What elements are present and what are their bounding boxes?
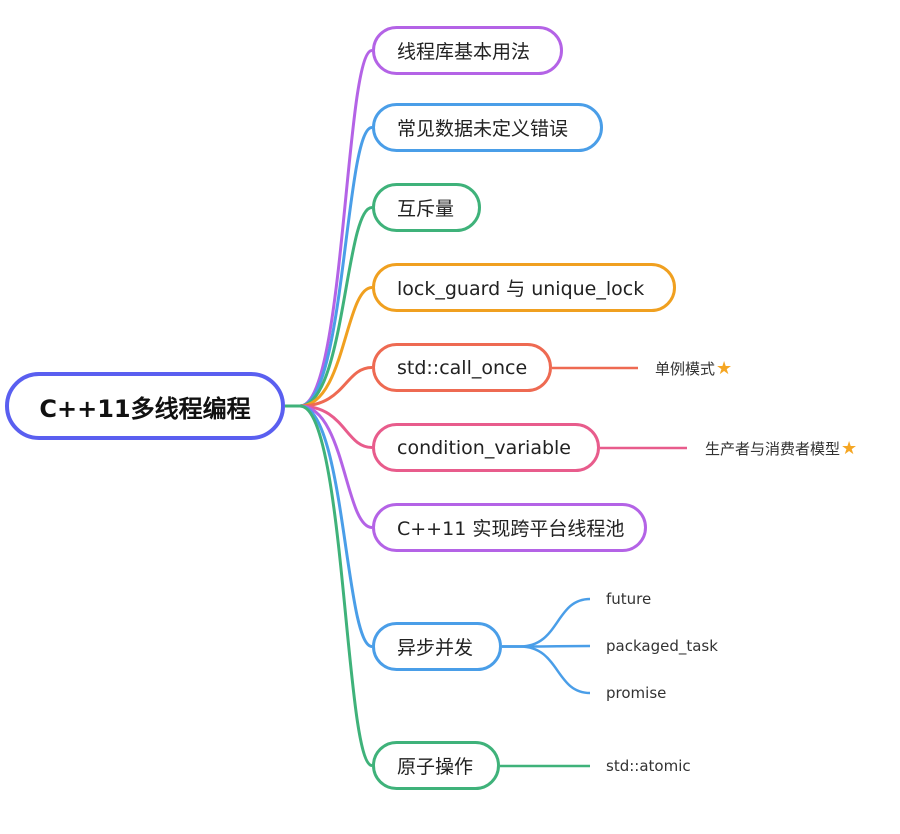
branch-node[interactable]: 互斥量 bbox=[372, 183, 481, 232]
leaf-label: 单例模式 bbox=[655, 359, 716, 378]
branch-node[interactable]: C++11 实现跨平台线程池 bbox=[372, 503, 647, 552]
branch-connector bbox=[285, 206, 373, 408]
star-icon: ★ bbox=[841, 437, 858, 459]
leaf-label: promise bbox=[606, 684, 667, 702]
leaf-node[interactable]: promise bbox=[606, 682, 666, 704]
leaf-node[interactable]: std::atomic bbox=[606, 755, 691, 777]
leaf-node[interactable]: 生产者与消费者模型★ bbox=[705, 437, 857, 459]
leaf-label: 生产者与消费者模型 bbox=[705, 439, 841, 458]
branch-node[interactable]: 常见数据未定义错误 bbox=[372, 103, 603, 152]
root-node[interactable]: C++11多线程编程 bbox=[5, 372, 285, 440]
branch-node[interactable]: 线程库基本用法 bbox=[372, 26, 563, 75]
leaf-connector bbox=[502, 645, 591, 695]
branch-node[interactable]: 原子操作 bbox=[372, 741, 500, 790]
branch-node[interactable]: condition_variable bbox=[372, 423, 600, 472]
leaf-node[interactable]: 单例模式★ bbox=[655, 357, 732, 379]
leaf-label: packaged_task bbox=[606, 637, 718, 655]
branch-node[interactable]: 异步并发 bbox=[372, 622, 502, 671]
branch-connector bbox=[285, 126, 373, 408]
branch-node[interactable]: lock_guard 与 unique_lock bbox=[372, 263, 676, 312]
leaf-label: std::atomic bbox=[606, 757, 691, 775]
leaf-node[interactable]: packaged_task bbox=[606, 635, 718, 657]
leaf-label: future bbox=[606, 590, 652, 608]
leaf-node[interactable]: future bbox=[606, 588, 651, 610]
branch-node[interactable]: std::call_once bbox=[372, 343, 552, 392]
leaf-connector bbox=[502, 597, 591, 648]
branch-connector bbox=[285, 404, 373, 767]
star-icon: ★ bbox=[716, 357, 733, 379]
